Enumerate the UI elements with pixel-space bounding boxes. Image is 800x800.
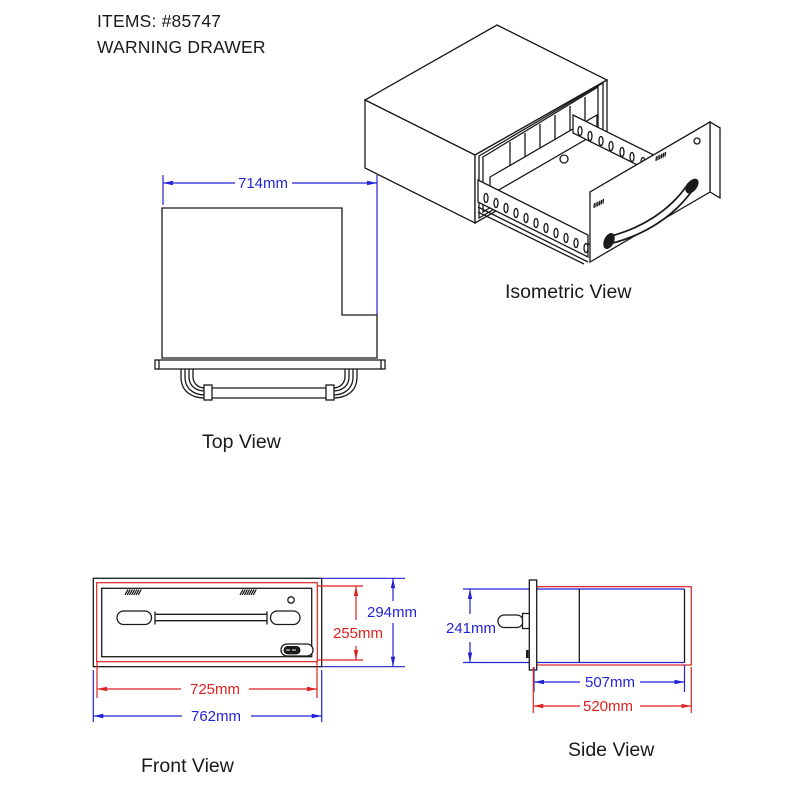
side-inner-depth-dim-text: 507mm — [585, 674, 635, 691]
top-view-drawing: 714mm — [154, 175, 386, 401]
top-dim-width: 714mm — [162, 175, 378, 315]
front-inner-width-dim-text: 725mm — [190, 681, 240, 698]
side-dim-outer-depth: 520mm — [532, 667, 692, 715]
panel-vent-left — [593, 198, 605, 209]
drawer-left-rail — [477, 178, 589, 265]
front-dim-inner-height: 255mm — [318, 585, 383, 661]
isometric-view-drawing — [363, 24, 722, 265]
handle-left-fitting — [603, 232, 615, 250]
product-name-text: WARNING DRAWER — [97, 37, 266, 57]
side-view-drawing: 241mm 507mm 520mm — [446, 579, 692, 715]
front-dim-outer-width: 762mm — [92, 670, 323, 725]
side-outer-depth-dim-text: 520mm — [583, 698, 633, 715]
front-inner-height-dim-text: 255mm — [333, 625, 383, 642]
top-view-label: Top View — [202, 431, 281, 453]
front-handle — [116, 610, 301, 626]
front-badge — [280, 643, 314, 657]
front-view-drawing: 255mm 294mm 725mm 762mm — [92, 577, 417, 725]
front-dim-outer-height: 294mm — [322, 577, 417, 668]
top-handle — [180, 369, 358, 401]
side-dim-inner-depth: 507mm — [533, 665, 686, 692]
top-width-dim-text: 714mm — [238, 175, 288, 192]
drawer-handle — [603, 178, 699, 250]
side-dim-height: 241mm — [446, 589, 496, 663]
front-outer-width-dim-text: 762mm — [191, 708, 241, 725]
drawer-front-panel — [588, 120, 722, 264]
front-dim-inner-width: 725mm — [96, 662, 318, 698]
panel-vent-right — [655, 151, 667, 162]
item-number-text: ITEMS: #85747 — [97, 11, 222, 31]
front-view-label: Front View — [141, 755, 234, 777]
front-outer-height-dim-text: 294mm — [367, 604, 417, 621]
front-hole — [287, 596, 295, 604]
side-view-label: Side View — [568, 739, 655, 761]
front-vents — [124, 589, 257, 596]
handle-right-fitting — [685, 178, 699, 194]
isometric-view-label: Isometric View — [505, 281, 632, 303]
top-body-outline — [154, 207, 386, 370]
side-handle — [497, 612, 530, 630]
side-body-outline — [463, 586, 692, 666]
side-height-dim-text: 241mm — [446, 620, 496, 637]
